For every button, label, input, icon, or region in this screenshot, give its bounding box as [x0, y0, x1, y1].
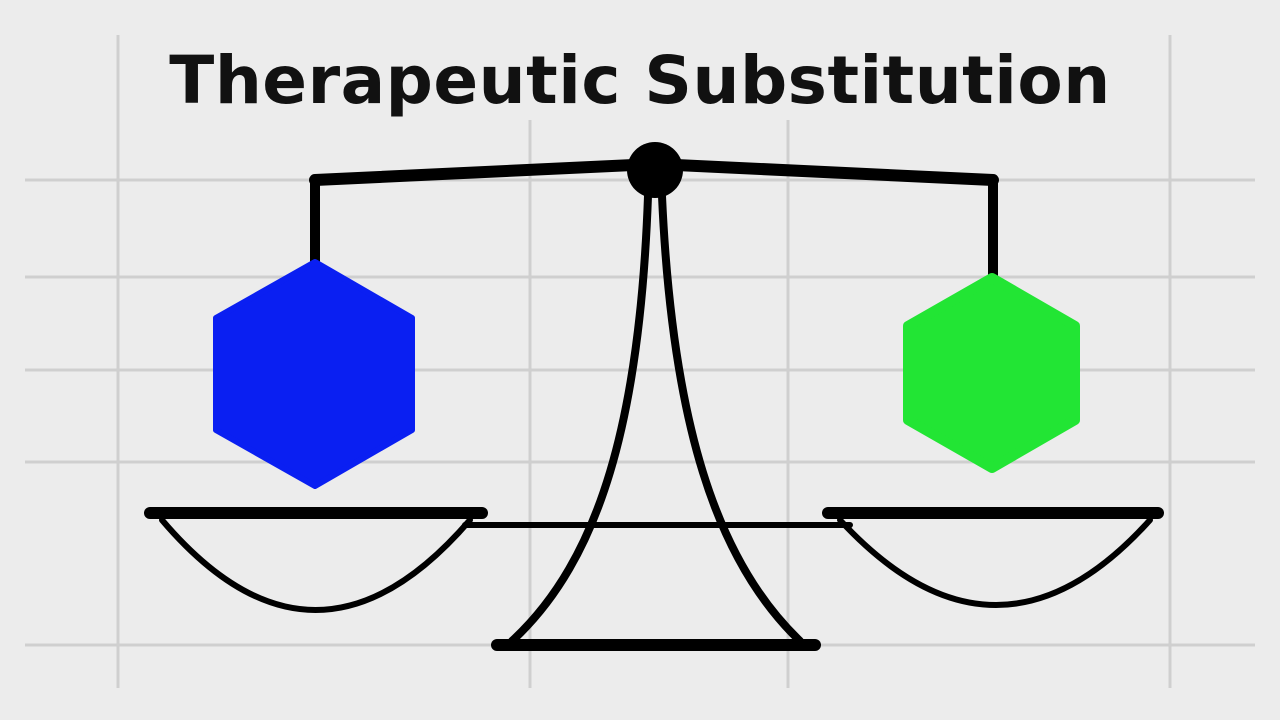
- blue-hexagon-icon: [213, 259, 415, 489]
- right-pan-bowl: [837, 517, 1153, 608]
- left-pan-bowl: [159, 517, 473, 613]
- scale-pivot: [627, 142, 683, 198]
- page-title: Therapeutic Substitution: [169, 42, 1111, 119]
- green-hexagon-icon: [903, 273, 1080, 473]
- scale-stand: [508, 192, 804, 645]
- balance-scale-icon: [144, 142, 1164, 651]
